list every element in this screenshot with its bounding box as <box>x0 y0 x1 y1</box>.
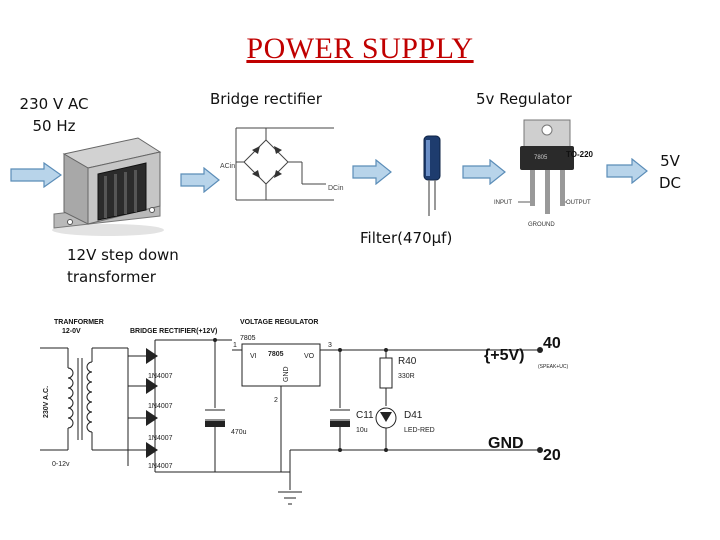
schematic-cap2-name: C11 <box>356 410 374 421</box>
schematic-diode-2: 1N4007 <box>148 403 173 410</box>
schematic-gnd-label: GND <box>488 435 524 452</box>
arrow-to-regulator <box>462 159 506 185</box>
bridge-rectifier-image: ACin DCin <box>220 127 344 201</box>
schematic-regulator-number: 7805 <box>240 335 256 342</box>
page-title: POWER SUPPLY <box>246 32 474 65</box>
schematic-output-label: {+5V) <box>484 347 524 364</box>
rectifier-dc-label: DCin <box>328 185 344 192</box>
schematic-pin-vi: VI <box>250 353 257 360</box>
schematic-diode-3: 1N4007 <box>148 435 173 442</box>
output-label-type: DC <box>658 174 682 192</box>
bridge-label: Bridge rectifier <box>210 90 322 108</box>
schematic-diode-4: 1N4007 <box>148 463 173 470</box>
output-label-voltage: 5V <box>660 152 680 170</box>
schematic-gnd-pin: 20 <box>543 447 561 464</box>
capacitor-image <box>423 135 441 216</box>
schematic-secondary-label: 0-12v <box>52 461 70 468</box>
rectifier-ac-label: ACin <box>220 163 235 170</box>
schematic-cap1-value: 470u <box>231 429 247 436</box>
arrow-to-rectifier <box>180 167 220 193</box>
schematic-diode-1: 1N4007 <box>148 373 173 380</box>
output-label: 5V DC <box>650 150 690 194</box>
schematic-pin-vo: VO <box>304 353 315 360</box>
schematic-pin-3: 3 <box>328 342 332 349</box>
schematic-pin-1: 1 <box>233 342 237 349</box>
regulator-input-text: INPUT <box>494 200 512 206</box>
regulator-label: 5v Regulator <box>476 90 572 108</box>
schematic-pin-gnd: GND <box>283 366 290 382</box>
arrow-to-filter <box>352 159 392 185</box>
schematic-resistor-name: R40 <box>398 356 417 367</box>
input-label-voltage: 230 V AC <box>19 95 89 113</box>
arrow-output <box>606 158 648 184</box>
schematic-regulator-title: VOLTAGE REGULATOR <box>240 319 318 326</box>
schematic-output-note: (SPEAK+UC) <box>538 364 568 370</box>
schematic-resistor-value: 330R <box>398 373 415 380</box>
regulator-chip-text: 7805 <box>534 155 548 161</box>
regulator-ground-text: GROUND <box>528 222 555 228</box>
schematic-primary-label: 230V A.C. <box>43 386 50 418</box>
transformer-label: 12V step down transformer <box>67 244 179 288</box>
schematic-led-name: D41 <box>404 410 423 421</box>
transformer-label-line1: 12V step down <box>67 246 179 264</box>
schematic-transformer-title: TRANFORMER <box>54 319 104 326</box>
filter-label: Filter(470µf) <box>360 229 453 247</box>
transformer-image <box>52 137 164 236</box>
schematic-bridge-title: BRIDGE RECTIFIER(+12V) <box>130 328 217 335</box>
schematic-pin-2: 2 <box>274 397 278 404</box>
regulator-output-text: OUTPUT <box>566 200 591 206</box>
arrow-input <box>10 162 62 188</box>
schematic-transformer-sub: 12-0V <box>62 328 81 335</box>
schematic-output-pin: 40 <box>543 335 561 352</box>
circuit-schematic: TRANFORMER 12-0V BRIDGE RECTIFIER(+12V) … <box>40 319 568 505</box>
regulator-image: 7805 TO-220 INPUT OUTPUT GROUND <box>494 119 594 228</box>
schematic-led-value: LED-RED <box>404 427 435 434</box>
transformer-label-line2: transformer <box>67 268 156 286</box>
input-label: 230 V AC 50 Hz <box>8 93 100 137</box>
input-label-frequency: 50 Hz <box>32 117 76 135</box>
schematic-cap2-value: 10u <box>356 427 368 434</box>
schematic-regulator-chip: 7805 <box>268 351 284 358</box>
regulator-package-text: TO-220 <box>566 150 594 159</box>
